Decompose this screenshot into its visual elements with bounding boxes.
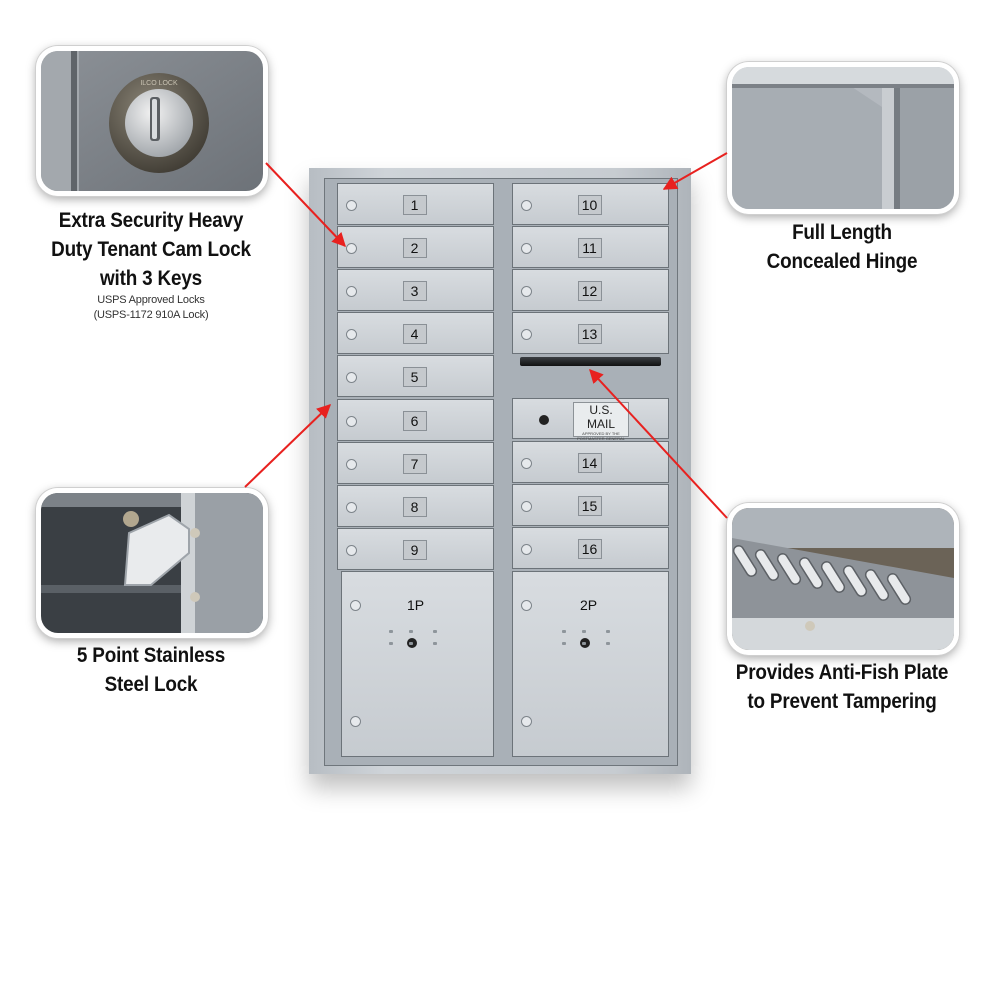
anti-fish-photo bbox=[727, 503, 959, 655]
cam-lock-caption: Extra Security Heavy Duty Tenant Cam Loc… bbox=[36, 206, 266, 323]
hinge-title-line-2: Concealed Hinge bbox=[766, 250, 918, 273]
mailbox-door-4[interactable]: 4 bbox=[337, 312, 494, 355]
cam-lock-title-line-3: with 3 Keys bbox=[99, 267, 203, 290]
rivet-icon bbox=[432, 630, 437, 633]
parcel-lock-icon bbox=[521, 600, 532, 611]
door-lock-icon bbox=[521, 200, 532, 212]
svg-text:ILCO LOCK: ILCO LOCK bbox=[140, 80, 178, 87]
door-lock-icon bbox=[521, 544, 532, 556]
rivet-icon bbox=[605, 630, 610, 633]
rivet-icon bbox=[561, 642, 566, 645]
door-lock-icon bbox=[346, 329, 357, 341]
door-number-plate: 7 bbox=[402, 453, 427, 474]
door-lock-icon bbox=[521, 329, 532, 341]
mailbox-door-5[interactable]: 5 bbox=[337, 355, 494, 398]
door-lock-icon bbox=[346, 200, 357, 212]
mailbox-door-7[interactable]: 7 bbox=[337, 441, 494, 484]
door-number-plate: 16 bbox=[577, 539, 602, 560]
door-number-plate: 9 bbox=[402, 539, 427, 560]
cam-lock-title-line-1: Extra Security Heavy bbox=[58, 209, 244, 232]
outgoing-mail-slot[interactable] bbox=[520, 357, 661, 366]
rivet-icon bbox=[388, 630, 393, 633]
door-number-plate: 11 bbox=[577, 238, 602, 259]
anti-fish-illustration bbox=[732, 508, 954, 650]
door-number-plate: 3 bbox=[402, 281, 427, 302]
door-lock-icon bbox=[346, 458, 357, 470]
parcel-number-plate: 2P bbox=[579, 597, 598, 613]
mailbox-door-10[interactable]: 10 bbox=[512, 183, 669, 226]
door-lock-icon bbox=[346, 243, 357, 255]
rivet-icon bbox=[432, 642, 437, 645]
mailbox-door-16[interactable]: 16 bbox=[512, 527, 669, 570]
door-number-plate: 1 bbox=[402, 195, 427, 216]
mailbox-door-8[interactable]: 8 bbox=[337, 484, 494, 527]
stainless-lock-title-line-2: Steel Lock bbox=[104, 673, 198, 696]
cam-lock-sub-line-2: (USPS-1172 910A Lock) bbox=[93, 309, 209, 321]
mailbox-door-13[interactable]: 13 bbox=[512, 312, 669, 355]
mailbox-door-1[interactable]: 1 bbox=[337, 183, 494, 226]
door-number-plate: 6 bbox=[402, 410, 427, 431]
mailbox-door-11[interactable]: 11 bbox=[512, 226, 669, 269]
hinge-illustration bbox=[732, 67, 954, 209]
door-number-plate: 14 bbox=[577, 453, 602, 474]
door-number-plate: 2 bbox=[402, 238, 427, 259]
parcel-lock-icon bbox=[350, 600, 361, 611]
hinge-photo bbox=[727, 62, 959, 214]
parcel-locker-1P[interactable]: 1P bbox=[341, 571, 494, 757]
mailbox-door-2[interactable]: 2 bbox=[337, 226, 494, 269]
door-number-plate: 10 bbox=[577, 195, 602, 216]
mailbox-door-9[interactable]: 9 bbox=[337, 527, 494, 570]
door-lock-icon bbox=[521, 243, 532, 255]
door-number-plate: 12 bbox=[577, 281, 602, 302]
rivet-icon bbox=[581, 630, 586, 633]
stainless-lock-photo bbox=[36, 488, 268, 638]
hinge-caption: Full Length Concealed Hinge bbox=[727, 218, 957, 276]
rivet-icon bbox=[408, 630, 413, 633]
rivet-icon bbox=[408, 642, 413, 645]
parcel-key-hole-icon bbox=[521, 716, 532, 727]
door-lock-icon bbox=[521, 286, 532, 298]
anti-fish-title-line-1: Provides Anti-Fish Plate bbox=[735, 661, 949, 684]
door-lock-icon bbox=[521, 458, 532, 470]
parcel-number-plate: 1P bbox=[406, 597, 425, 613]
cam-lock-title-line-2: Duty Tenant Cam Lock bbox=[51, 238, 251, 261]
hinge-title-line-1: Full Length bbox=[792, 221, 892, 244]
parcel-locker-2P[interactable]: 2P bbox=[512, 571, 669, 757]
cam-lock-illustration: ILCO LOCK bbox=[41, 51, 263, 191]
stainless-lock-caption: 5 Point Stainless Steel Lock bbox=[36, 641, 266, 699]
door-number-plate: 5 bbox=[402, 367, 427, 388]
rivet-icon bbox=[561, 630, 566, 633]
rivet-icon bbox=[581, 642, 586, 645]
cam-lock-photo: ILCO LOCK bbox=[36, 46, 268, 196]
door-number-plate: 4 bbox=[402, 324, 427, 345]
door-lock-icon bbox=[346, 501, 357, 513]
stainless-lock-title-line-1: 5 Point Stainless bbox=[76, 644, 226, 667]
anti-fish-caption: Provides Anti-Fish Plate to Prevent Tamp… bbox=[722, 658, 962, 716]
us-mail-text: U.S. MAIL bbox=[586, 403, 615, 431]
rivet-icon bbox=[605, 642, 610, 645]
mailbox-door-15[interactable]: 15 bbox=[512, 484, 669, 527]
rivet-icon bbox=[388, 642, 393, 645]
door-lock-icon bbox=[346, 372, 357, 384]
mailbox-door-3[interactable]: 3 bbox=[337, 269, 494, 312]
door-lock-icon bbox=[346, 415, 357, 427]
door-lock-icon bbox=[346, 544, 357, 556]
stainless-lock-illustration bbox=[41, 493, 263, 633]
parcel-key-hole-icon bbox=[350, 716, 361, 727]
mailbox-door-6[interactable]: 6 bbox=[337, 398, 494, 441]
mailbox-door-14[interactable]: 14 bbox=[512, 441, 669, 484]
mailbox-door-12[interactable]: 12 bbox=[512, 269, 669, 312]
door-number-plate: 8 bbox=[402, 496, 427, 517]
cam-lock-sub-line-1: USPS Approved Locks bbox=[97, 294, 205, 306]
door-lock-icon bbox=[521, 501, 532, 513]
anti-fish-title-line-2: to Prevent Tampering bbox=[747, 690, 937, 713]
door-number-plate: 15 bbox=[577, 496, 602, 517]
postmaster-lock-icon bbox=[539, 415, 549, 425]
door-lock-icon bbox=[346, 286, 357, 298]
door-number-plate: 13 bbox=[577, 324, 602, 345]
